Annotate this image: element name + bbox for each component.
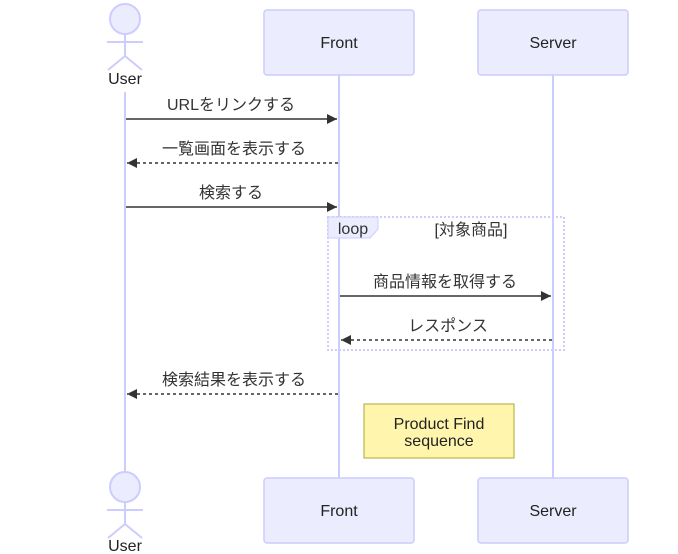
loop-keyword: loop	[338, 221, 368, 238]
participant-front-top[interactable]: Front	[263, 9, 415, 76]
actor-user-bottom[interactable]: User	[107, 471, 143, 554]
participant-front-bottom[interactable]: Front	[263, 477, 415, 544]
message-4-label: 商品情報を取得する	[373, 273, 517, 291]
message-5-label: レスポンス	[408, 317, 488, 335]
message-3-label: 検索する	[199, 184, 263, 202]
participant-server-label: Server	[529, 35, 577, 52]
participant-front-label: Front	[320, 35, 358, 52]
participant-server-bottom[interactable]: Server	[477, 477, 629, 544]
actor-user-bottom-label: User	[108, 538, 142, 554]
actor-user-label: User	[108, 71, 142, 88]
loop-tag	[327, 216, 379, 239]
note-box[interactable]: Product Find sequence	[363, 403, 515, 459]
participant-server-bottom-label: Server	[529, 503, 577, 520]
message-1-label: URLをリンクする	[167, 96, 295, 114]
note-line-1: Product Find	[394, 416, 485, 433]
participant-server-top[interactable]: Server	[477, 9, 629, 76]
note-line-2: sequence	[404, 433, 473, 450]
participant-front-bottom-label: Front	[320, 503, 358, 520]
loop-frame: loop [対象商品]	[327, 216, 565, 351]
message-2-label: 一覧画面を表示する	[162, 139, 306, 158]
loop-condition: [対象商品]	[435, 221, 508, 239]
actor-user-top[interactable]: User	[107, 3, 143, 88]
message-6-label: 検索結果を表示する	[162, 371, 306, 389]
